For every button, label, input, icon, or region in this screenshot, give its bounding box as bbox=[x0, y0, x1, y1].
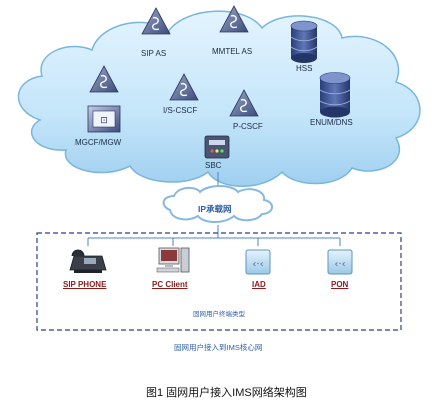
sip-as-server-icon bbox=[141, 7, 171, 35]
sip-phone-label: SIP PHONE bbox=[63, 280, 107, 289]
ims-core-cloud bbox=[17, 10, 421, 187]
access-label: 固网用户接入到IMS核心网 bbox=[174, 343, 263, 352]
terminal-group-frame bbox=[36, 232, 402, 331]
pon-device-icon: ‹·‹ bbox=[327, 249, 353, 275]
ip-network-cloud bbox=[162, 185, 273, 223]
mgcf-mgw-gateway-icon: ⊡ bbox=[87, 105, 121, 133]
sbc-label: SBC bbox=[205, 161, 222, 170]
hss-label: HSS bbox=[296, 64, 313, 73]
svg-text:‹·‹: ‹·‹ bbox=[334, 259, 345, 270]
sip-phone-icon bbox=[69, 249, 107, 273]
iad-device-icon: ‹·‹ bbox=[245, 249, 271, 275]
enum-dns-label: ENUM/DNS bbox=[310, 118, 353, 127]
mgcf-mgw-label: MGCF/MGW bbox=[75, 138, 122, 147]
figure-caption: 图1 固网用户接入IMS网络架构图 bbox=[146, 387, 307, 399]
svg-text:‹·‹: ‹·‹ bbox=[252, 259, 263, 270]
iad-label: IAD bbox=[252, 280, 266, 289]
enum-dns-database-icon bbox=[319, 72, 351, 118]
mgcf-server-icon bbox=[89, 65, 119, 93]
ip-network-label: IP承载网 bbox=[198, 204, 232, 214]
network-links bbox=[87, 172, 341, 246]
i-s-cscf-server-icon bbox=[169, 73, 199, 101]
sip-as-label: SIP AS bbox=[141, 49, 167, 58]
mmtel-as-server-icon bbox=[219, 5, 249, 33]
pon-label: PON bbox=[331, 280, 349, 289]
p-cscf-label: P-CSCF bbox=[233, 122, 263, 131]
mmtel-as-label: MMTEL AS bbox=[212, 47, 253, 56]
pc-client-icon bbox=[156, 247, 190, 273]
i-s-cscf-label: I/S-CSCF bbox=[163, 106, 198, 115]
terminal-group-label: 固网用户终端类型 bbox=[193, 311, 245, 318]
p-cscf-server-icon bbox=[229, 89, 259, 117]
hss-database-icon bbox=[290, 20, 318, 63]
pc-client-label: PC Client bbox=[152, 280, 188, 289]
svg-text:⊡: ⊡ bbox=[100, 116, 108, 126]
sbc-device-icon bbox=[204, 135, 230, 159]
